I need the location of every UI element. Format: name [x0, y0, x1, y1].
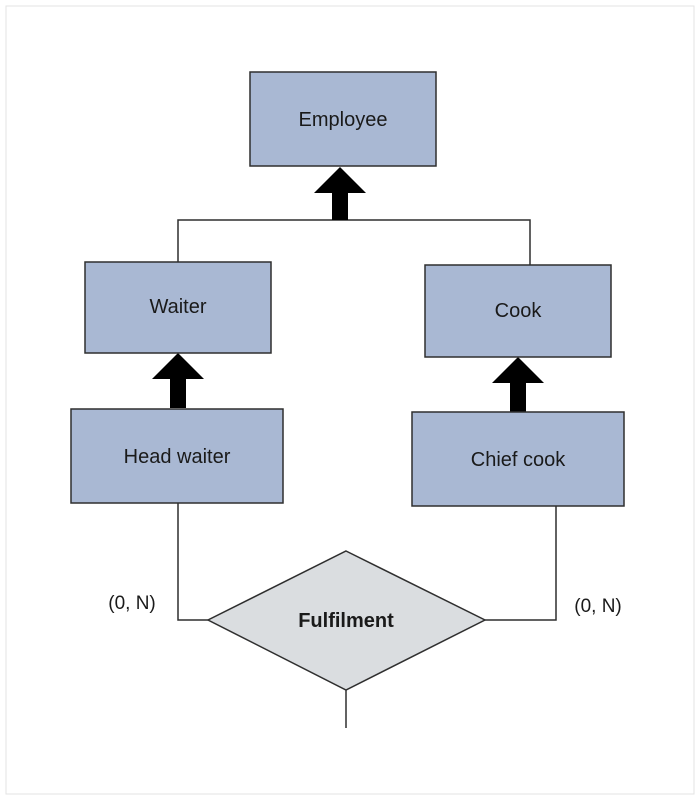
- relationship-fulfilment-label: Fulfilment: [298, 610, 394, 632]
- entity-chief-cook: Chief cook: [411, 411, 625, 507]
- entity-head-waiter-label: Head waiter: [124, 446, 231, 468]
- generalization-connector: [177, 219, 531, 265]
- entity-employee: Employee: [249, 71, 437, 167]
- head-waiter-to-fulfilment-line: [177, 503, 208, 621]
- entity-employee-label: Employee: [299, 109, 388, 131]
- cardinality-chief-cook: (0, N): [574, 596, 622, 617]
- isa-arrow-to-employee: [314, 167, 366, 220]
- isa-arrow-to-cook: [492, 357, 544, 412]
- entity-cook: Cook: [424, 264, 612, 358]
- entity-chief-cook-label: Chief cook: [471, 449, 566, 471]
- entity-cook-label: Cook: [495, 300, 543, 322]
- chief-cook-to-fulfilment-line: [485, 506, 557, 621]
- relationship-fulfilment: Fulfilment: [206, 550, 487, 691]
- cardinality-head-waiter: (0, N): [108, 593, 156, 614]
- entity-head-waiter: Head waiter: [70, 408, 284, 504]
- entity-waiter: Waiter: [84, 261, 272, 354]
- isa-arrow-to-waiter: [152, 353, 204, 408]
- entity-waiter-label: Waiter: [149, 296, 206, 318]
